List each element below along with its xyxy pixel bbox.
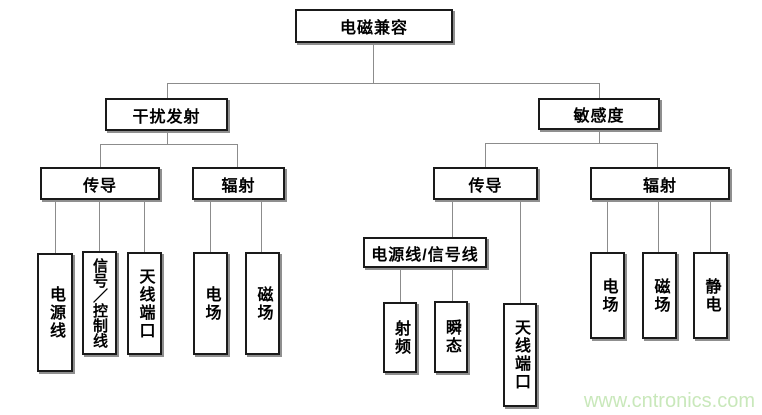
connector-susceptibility-down [599,130,600,143]
connector-to-susceptibility [599,83,600,98]
node-antenna-port-left: 天线端口 [127,252,162,355]
node-susceptibility-label: 敏感度 [573,108,625,125]
node-radiation-left: 辐射 [192,167,285,200]
node-e-field-left: 电场 [193,252,228,355]
node-m-field-left-label: 磁场 [254,285,272,322]
connector-to-e-field-left [210,200,211,252]
node-interference-emission-label: 干扰发射 [132,108,201,126]
node-esd-label: 静电 [702,277,720,314]
node-power-signal-line-label: 电源线/信号线 [371,246,479,264]
node-esd: 静电 [693,252,728,339]
node-radiation-right: 辐射 [590,167,730,200]
connector-emission-horizontal [100,144,238,145]
watermark: www.cntronics.com [583,390,755,412]
connector-to-esd [710,200,711,252]
connector-root-down [373,43,374,83]
node-e-field-right-label: 电场 [599,277,617,314]
connector-to-emission [167,83,168,98]
connector-to-signal-control-line [99,200,100,251]
node-radiation-right-label: 辐射 [642,177,677,195]
node-radiation-left-label: 辐射 [221,177,256,195]
node-signal-control-line-label: 信号／控制线 [91,258,108,348]
node-conduction-left: 传导 [40,167,160,200]
node-interference-emission: 干扰发射 [105,98,228,131]
node-conduction-left-label: 传导 [82,177,117,195]
node-emc-label: 电磁兼容 [339,20,408,37]
connector-to-conduction-left [100,144,101,167]
connector-to-power-line [55,200,56,253]
connector-to-m-field-right [658,200,659,252]
connector-to-m-field-left [261,200,262,252]
node-m-field-left: 磁场 [245,252,280,355]
node-power-line: 电源线 [37,253,73,372]
connector-to-transient [452,268,453,301]
node-antenna-port-left-label: 天线端口 [136,267,154,340]
node-transient-label: 瞬态 [443,319,460,355]
connector-to-rf [400,268,401,302]
connector-to-radiation-right [657,143,658,167]
connector-to-e-field-right [607,200,608,252]
node-antenna-port-right-label: 天线端口 [512,319,529,391]
connector-to-radiation-left [237,144,238,167]
node-m-field-right: 磁场 [642,252,677,339]
node-rf-label: 射频 [392,319,409,356]
node-power-signal-line: 电源线/信号线 [363,237,487,268]
node-emc: 电磁兼容 [295,9,453,43]
connector-level1-horizontal [167,83,600,84]
node-e-field-left-label: 电场 [202,285,220,322]
connector-to-antenna-port-right [520,200,521,303]
node-conduction-right: 传导 [433,167,538,200]
connector-to-conduction-right [485,143,486,167]
node-e-field-right: 电场 [590,252,625,339]
connector-susceptibility-horizontal [485,143,658,144]
node-rf: 射频 [383,302,417,373]
connector-emission-down [167,131,168,144]
node-antenna-port-right: 天线端口 [503,303,537,407]
connector-to-antenna-port-left [144,200,145,252]
node-conduction-right-label: 传导 [468,177,503,195]
connector-to-power-signal-line [452,200,453,237]
node-m-field-right-label: 磁场 [651,277,669,314]
node-susceptibility: 敏感度 [538,98,660,130]
node-signal-control-line: 信号／控制线 [82,251,117,355]
node-transient: 瞬态 [434,301,468,373]
node-power-line-label: 电源线 [47,285,64,340]
